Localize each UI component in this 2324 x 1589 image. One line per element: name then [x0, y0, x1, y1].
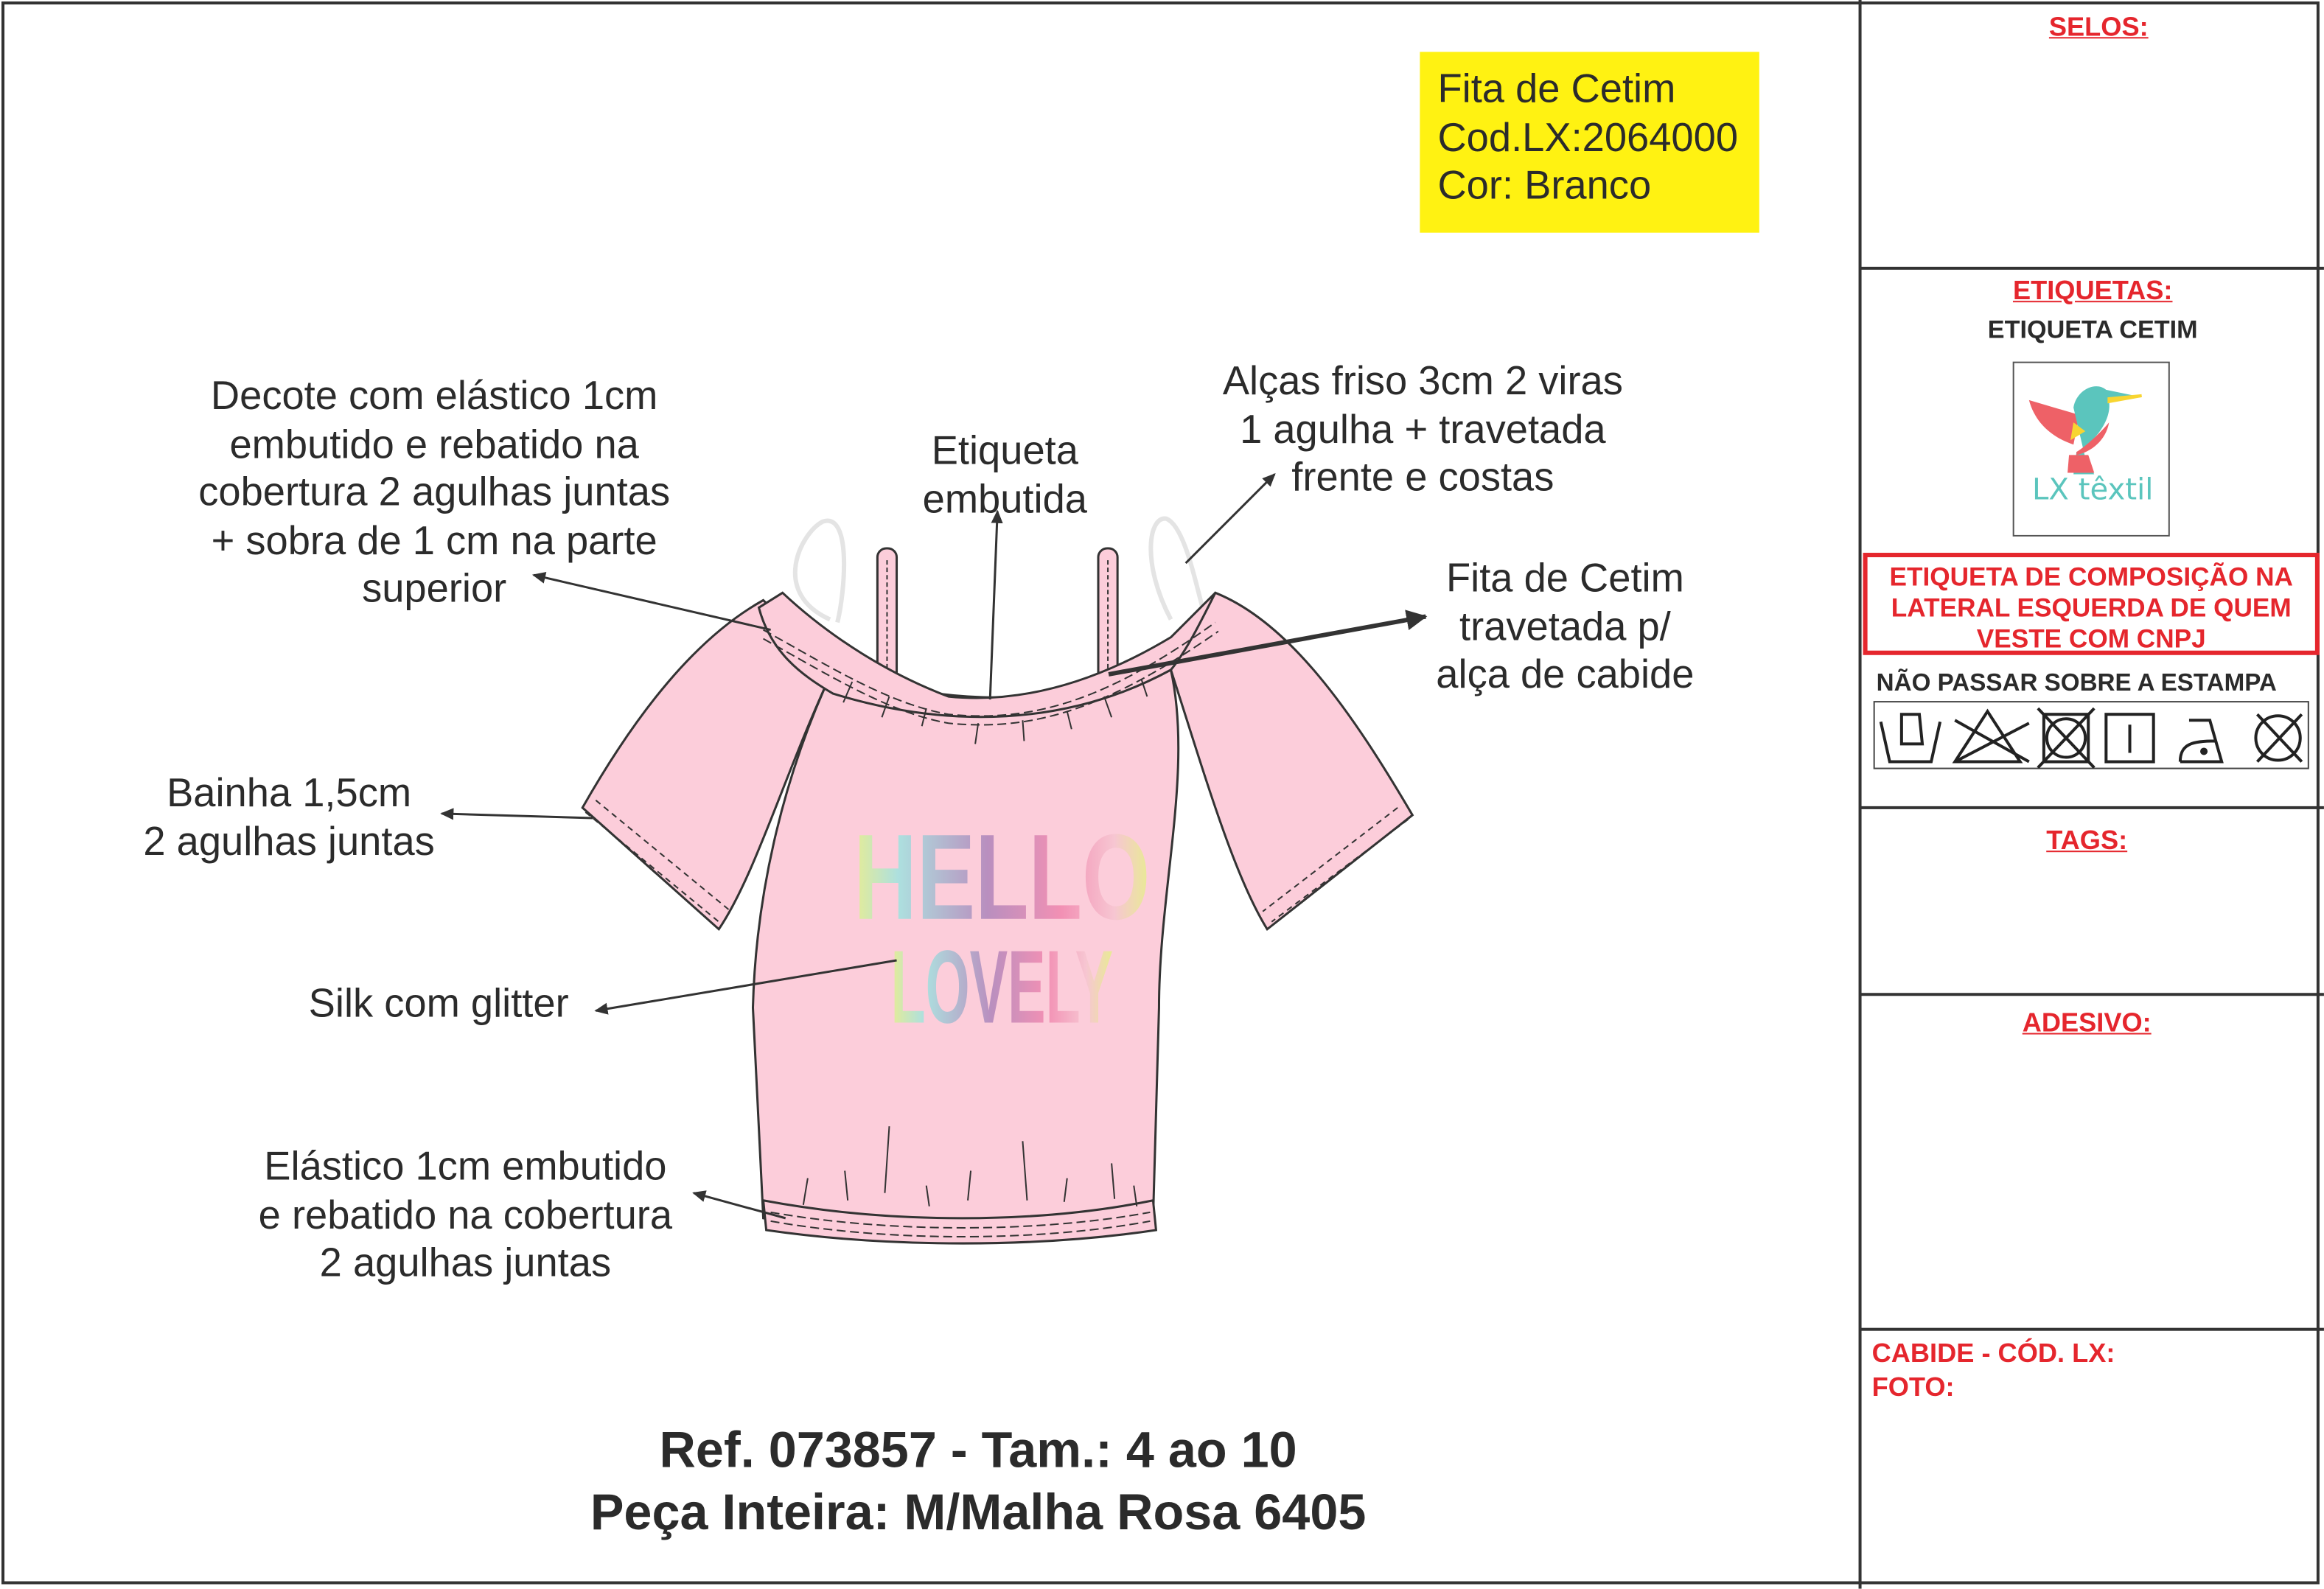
print-lovely: LOVELY	[890, 929, 1113, 1044]
print-hello: HELLO	[854, 809, 1150, 945]
tags-heading: TAGS:	[2046, 825, 2128, 856]
sleeve-right	[1169, 591, 1414, 931]
cabide-label: CABIDE - CÓD. LX:	[1871, 1338, 2115, 1368]
annotation-line: frente e costas	[1291, 455, 1554, 500]
annotation-line: embutido e rebatido na	[229, 422, 639, 467]
divider	[1860, 993, 2324, 996]
annotation-line: superior	[362, 566, 507, 611]
annotation-line: 1 agulha + travetada	[1240, 406, 1606, 452]
annotation-label: Etiqueta embutida	[886, 427, 1123, 523]
iron-low-icon	[2178, 719, 2224, 764]
hanger-loop-right	[1148, 516, 1206, 621]
ribbon-name: Fita de Cetim	[1437, 66, 1676, 111]
annotation-line: 2 agulhas juntas	[319, 1240, 612, 1285]
annotation-line: Alças friso 3cm 2 viras	[1222, 358, 1623, 403]
foto-label: FOTO:	[1871, 1372, 1955, 1403]
adesivo-heading: ADESIVO:	[2022, 1007, 2152, 1038]
garment-sketch: HELLO LOVELY	[440, 473, 1428, 1245]
annotation-line: Elástico 1cm embutido	[264, 1144, 667, 1189]
annotation-ribbon: Fita de Cetim travetada p/ alça de cabid…	[1408, 554, 1722, 699]
hanger-loop-left	[792, 518, 847, 624]
reference-title: Ref. 073857 - Tam.: 4 ao 10	[659, 1422, 1297, 1479]
neckband	[757, 591, 1217, 719]
no-tumble-dry-icon	[2037, 707, 2096, 769]
etiquetas-heading: ETIQUETAS:	[2012, 276, 2173, 306]
divider	[1860, 266, 2324, 270]
hand-wash-icon	[1879, 713, 1942, 764]
lx-textil-logo: LX têxtil	[2012, 361, 2170, 537]
no-iron-print-note: NÃO PASSAR SOBRE A ESTAMPA	[1876, 669, 2277, 697]
panel-divider	[1858, 0, 1862, 1589]
composition-label-note: ETIQUETA DE COMPOSIÇÃO NA LATERAL ESQUER…	[1863, 553, 2320, 655]
annotation-silk: Silk com glitter	[308, 981, 569, 1026]
hummingbird-icon: LX têxtil	[2028, 386, 2153, 507]
annotation-line: embutida	[922, 476, 1087, 521]
annotation-hem: Bainha 1,5cm 2 agulhas juntas	[119, 769, 459, 866]
annotation-neckline: Decote com elástico 1cm embutido e rebat…	[167, 372, 701, 613]
annotation-line: cobertura 2 agulhas juntas	[198, 469, 671, 514]
annotation-line: 2 agulhas juntas	[143, 818, 435, 864]
line-dry-icon	[2104, 713, 2155, 764]
annotation-line: Etiqueta	[931, 428, 1078, 473]
svg-text:LX têxtil: LX têxtil	[2032, 473, 2153, 507]
annotation-line: e rebatido na cobertura	[258, 1192, 673, 1237]
divider	[1860, 1327, 2324, 1331]
selos-heading: SELOS:	[2048, 12, 2149, 42]
piece-title: Peça Inteira: M/Malha Rosa 6405	[590, 1484, 1367, 1542]
annotation-line: Decote com elástico 1cm	[210, 373, 658, 419]
annotation-line: Fita de Cetim	[1445, 556, 1684, 601]
annotation-elastic: Elástico 1cm embutido e rebatido na cobe…	[223, 1142, 709, 1287]
annotation-straps: Alças friso 3cm 2 viras 1 agulha + trave…	[1186, 357, 1660, 502]
annotation-line: alça de cabide	[1436, 652, 1695, 697]
annotation-line: Bainha 1,5cm	[167, 770, 412, 815]
ribbon-info-box: Fita de Cetim Cod.LX:2064000 Cor: Branco	[1420, 52, 1759, 233]
ribbon-color: Cor: Branco	[1437, 163, 1652, 208]
annotation-line: + sobra de 1 cm na parte	[211, 517, 657, 563]
divider	[1860, 806, 2324, 809]
etiqueta-cetim-label: ETIQUETA CETIM	[1987, 315, 2198, 344]
sleeve-left	[581, 598, 834, 932]
ribbon-code: Cod.LX:2064000	[1437, 114, 1739, 160]
no-dry-clean-icon	[2254, 713, 2303, 763]
care-symbols	[1873, 701, 2309, 769]
annotation-line: travetada p/	[1459, 604, 1671, 649]
no-bleach-icon	[1952, 708, 2030, 764]
